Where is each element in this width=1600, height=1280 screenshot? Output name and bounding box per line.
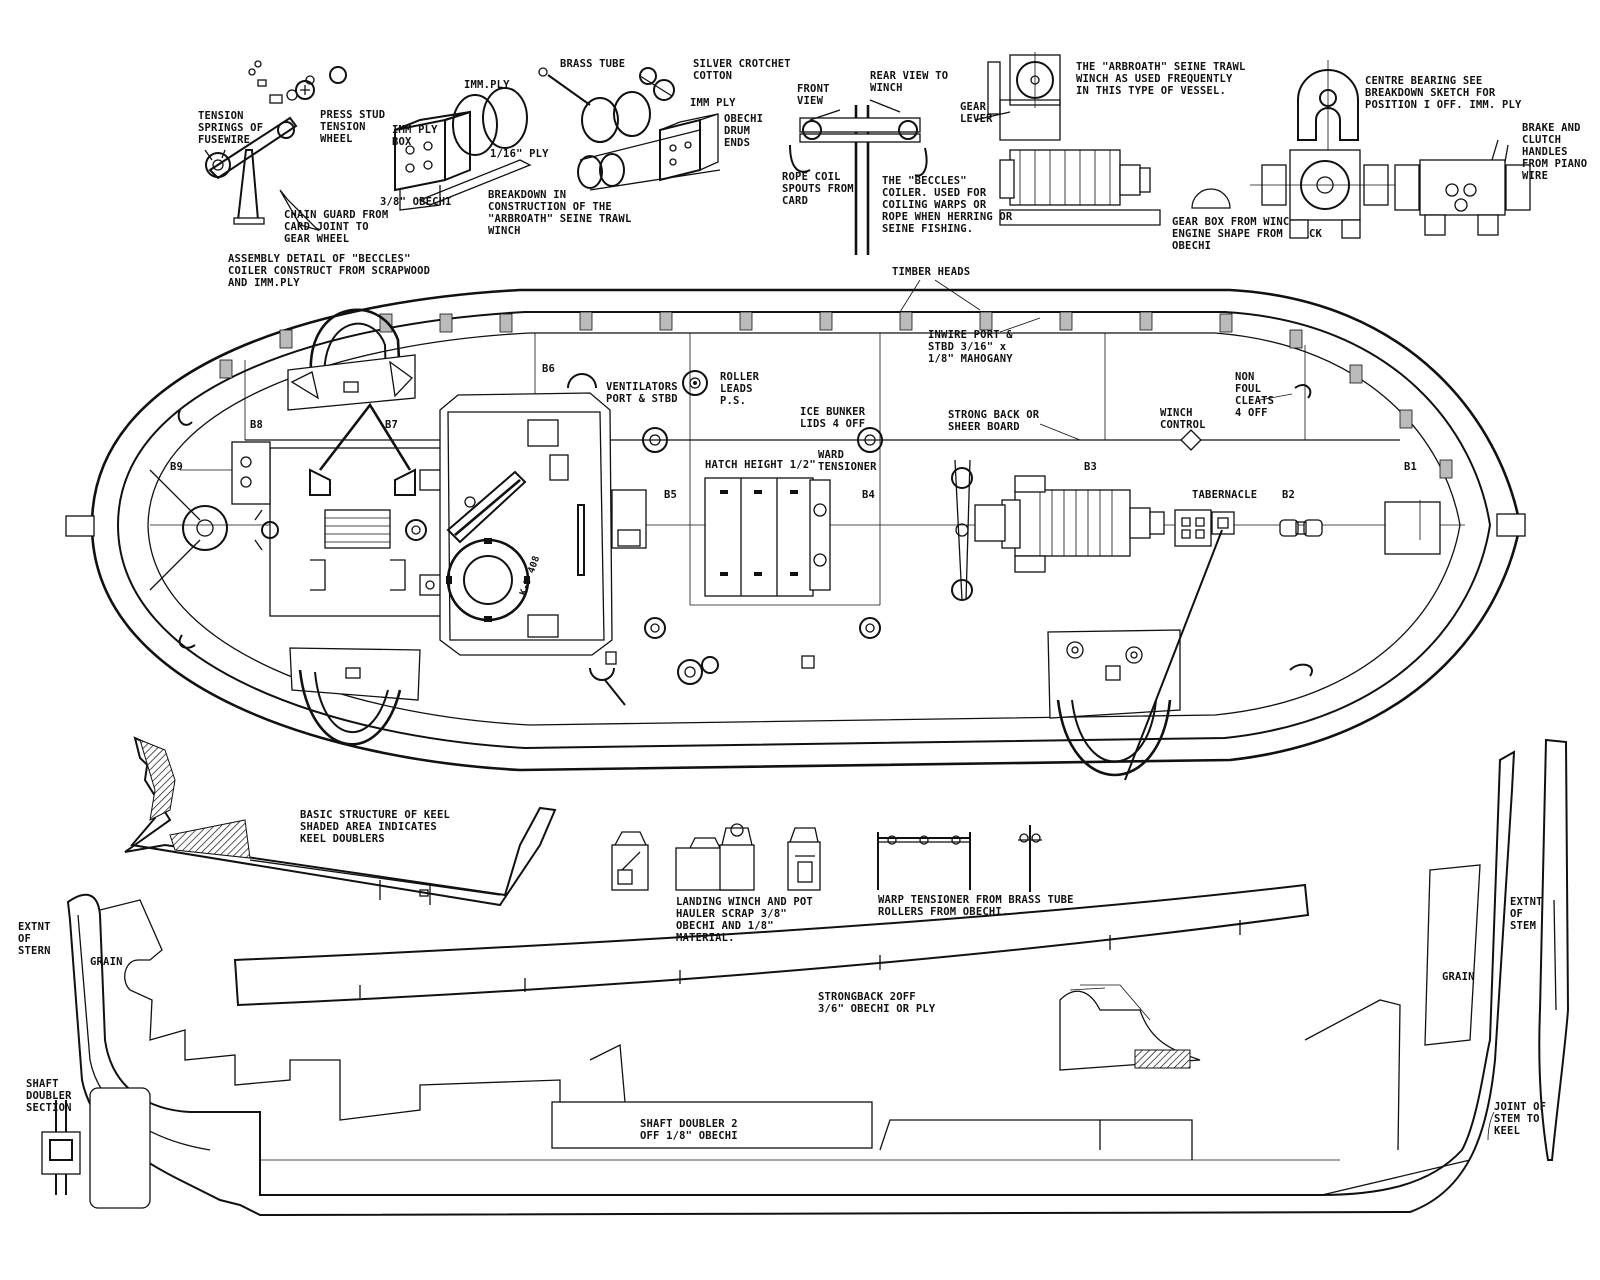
keel-profile (66, 750, 1516, 1216)
stern-fittings (149, 409, 279, 649)
landing-winch-sketch (611, 823, 821, 891)
label-hatch-height: HATCH HEIGHT 1/2" (705, 459, 816, 471)
deck-rollers-and-lids (567, 370, 883, 706)
bow-chock (1496, 513, 1526, 537)
stern-chock (65, 515, 95, 537)
label-ply-116: 1/16" PLY (490, 148, 549, 160)
label-imm-ply-2: IMM PLY (690, 97, 736, 109)
label-imm-ply: IMM.PLY (464, 79, 510, 91)
fish-hatch (611, 477, 831, 597)
label-timber-heads: TIMBER HEADS (892, 266, 970, 278)
label-b4: B4 (862, 489, 875, 501)
forward-fittings (1279, 384, 1441, 677)
label-tabernacle: TABERNACLE (1192, 489, 1257, 501)
keel-basic-structure (124, 736, 557, 907)
label-b9: B9 (170, 461, 183, 473)
deck-plan: K-Y 408 (65, 288, 1526, 781)
hull-bulwark-inner (116, 311, 1492, 750)
label-b6: B6 (542, 363, 555, 375)
lifebuoy (446, 538, 530, 622)
shaft-doubler-block (89, 1087, 151, 1209)
label-beccles-assembly: ASSEMBLY DETAIL OF "BECCLES"COILER CONST… (228, 253, 430, 289)
beccles-coiler-assembly-sketch (204, 60, 347, 232)
label-b2: B2 (1282, 489, 1295, 501)
timber-heads (219, 311, 1453, 479)
fore-gallows (1047, 629, 1181, 777)
label-b8: B8 (250, 419, 263, 431)
beccles-coiler-view-sketch (789, 99, 928, 255)
label-obechi-38: 3/8" OBECHI (380, 196, 452, 208)
arbroath-winch-elevation (974, 52, 1231, 226)
label-b3: B3 (1084, 461, 1097, 473)
label-b7: B7 (385, 419, 398, 431)
label-b5: B5 (664, 489, 677, 501)
strongback-piece (233, 883, 1310, 1007)
stern-gallows-stbd (289, 647, 421, 746)
label-b1: B1 (1404, 461, 1417, 473)
arbroath-breakdown-sketch (538, 67, 721, 191)
label-grain-1: GRAIN (90, 956, 123, 968)
shaft-doubler-piece (551, 1101, 873, 1149)
shaft-doubler-section-sketch (41, 1100, 81, 1195)
winch-control (1180, 429, 1202, 451)
winch-breakdown-box-sketch (394, 87, 532, 211)
warp-tensioner-sketch (877, 825, 1042, 892)
aft-deckhouse (231, 402, 446, 617)
tabernacle (1124, 509, 1235, 781)
stem-piece (1538, 738, 1570, 1161)
centre-bearing-sketch (1250, 60, 1400, 239)
label-grain-2: GRAIN (1442, 971, 1475, 983)
wheelhouse (439, 392, 613, 656)
stern-gallows-port (287, 308, 416, 411)
main-winch-plan (951, 459, 1165, 601)
label-brass-tube: BRASS TUBE (560, 58, 625, 70)
brake-clutch-sketch (1394, 139, 1531, 236)
